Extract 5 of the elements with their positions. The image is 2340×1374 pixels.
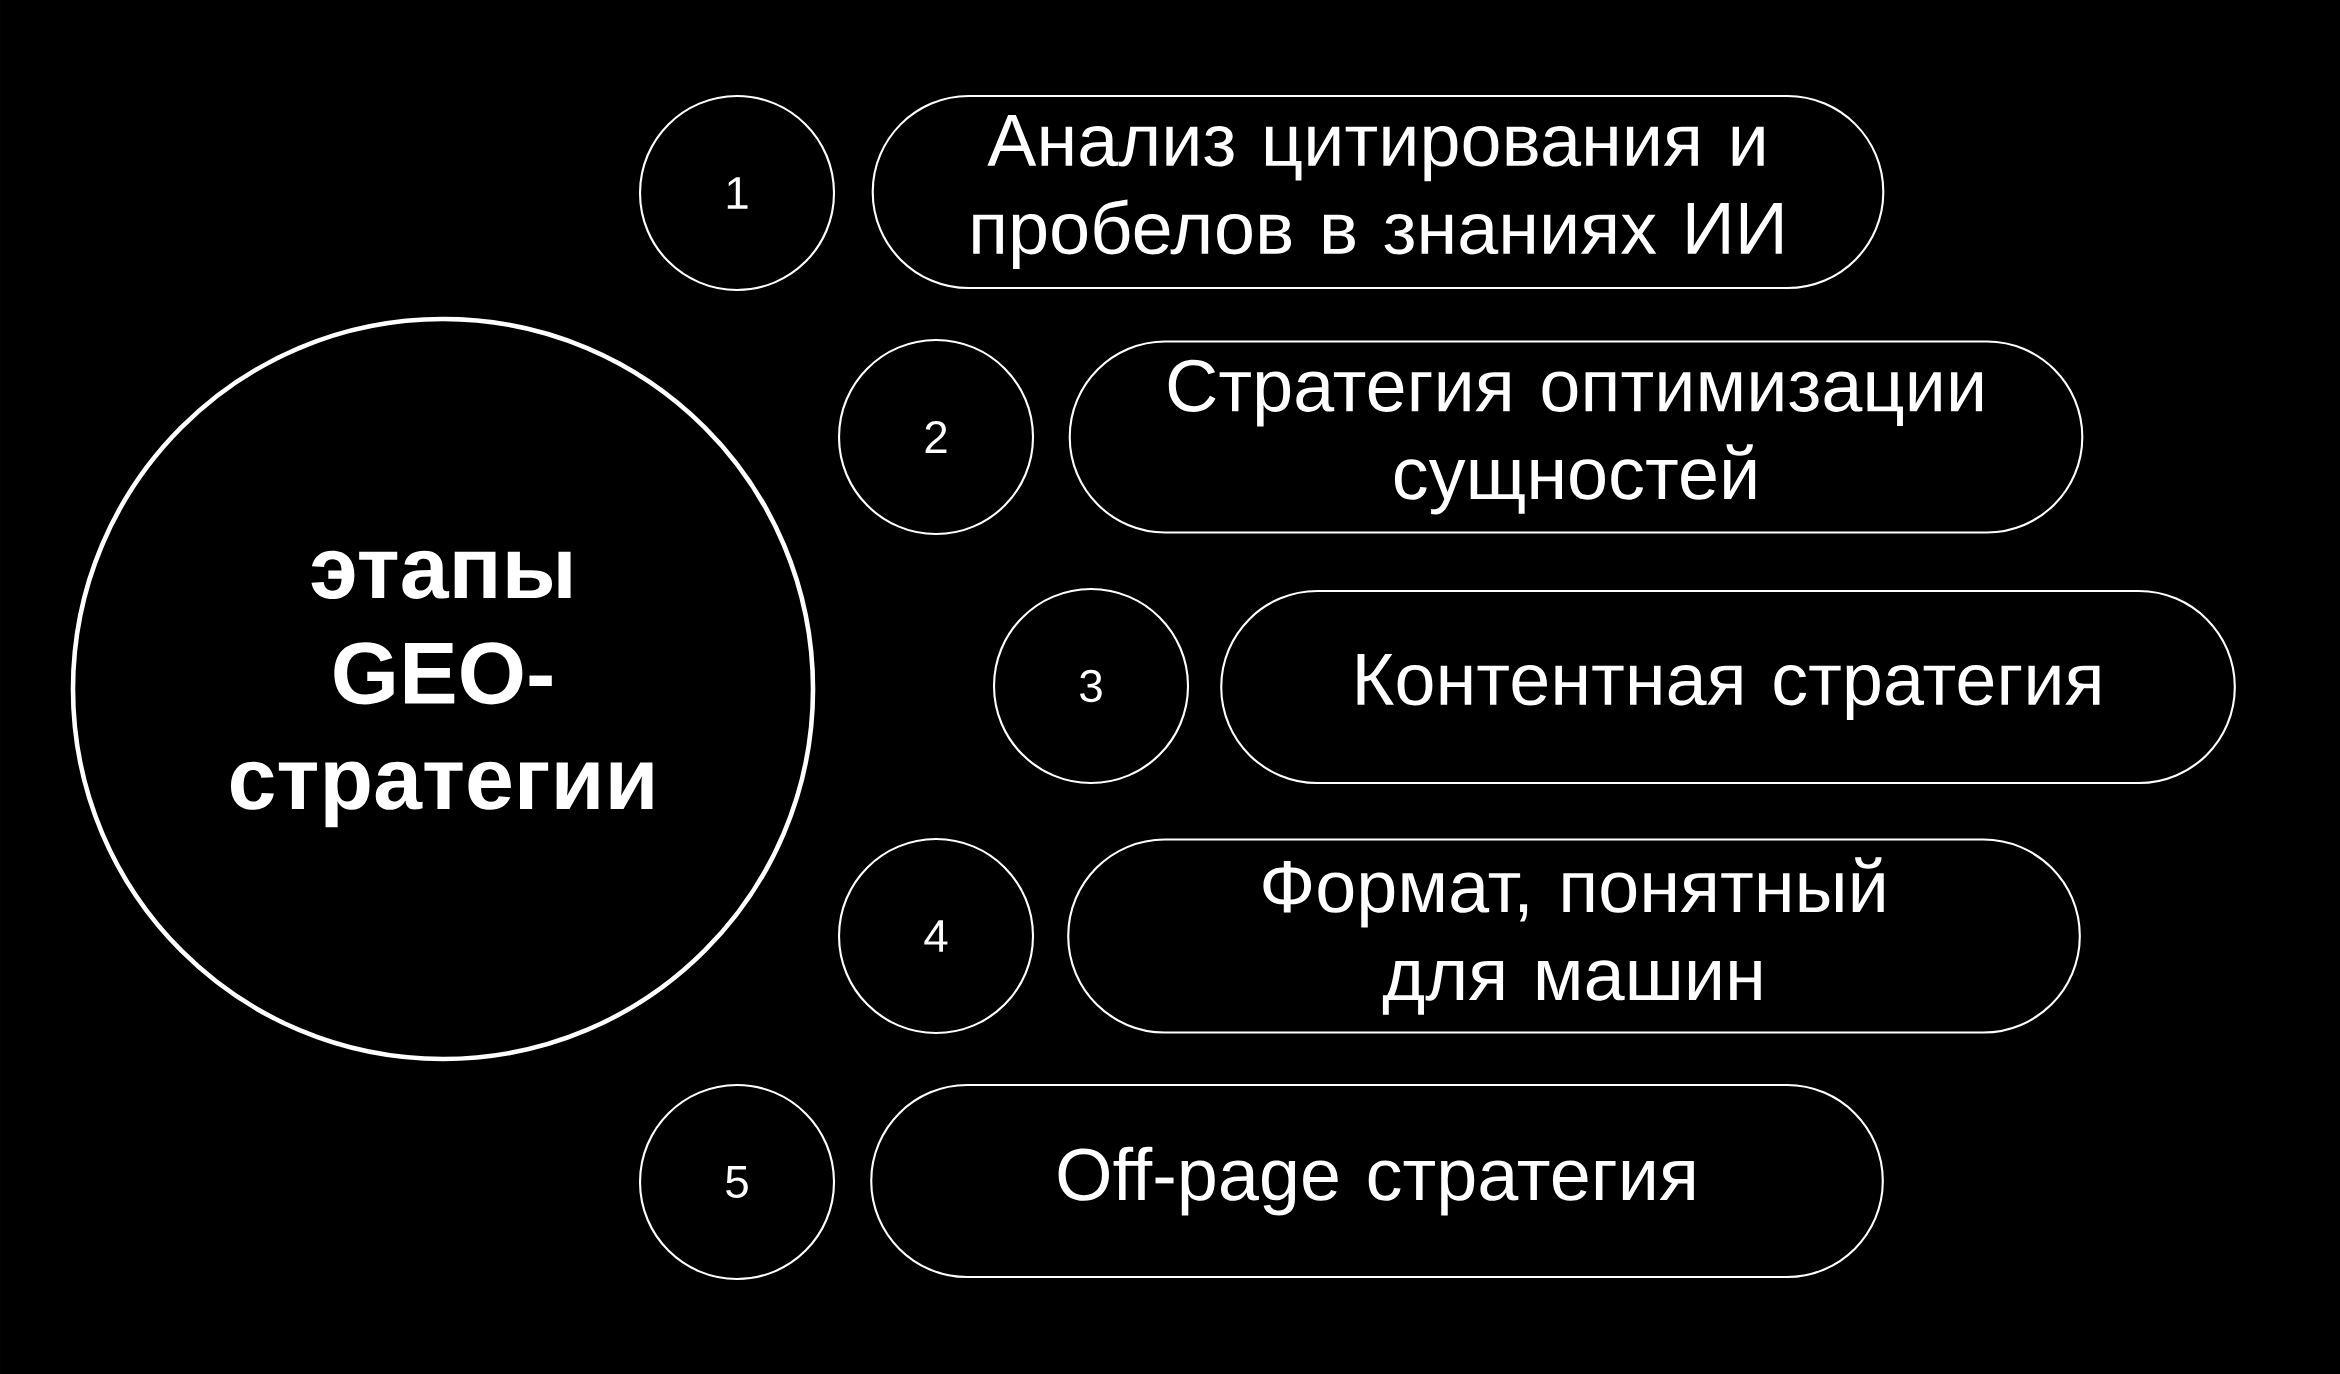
step-pill: Анализ цитирования и пробелов в знаниях ИИ: [871, 94, 1885, 290]
step-pill: Формат, понятный для машин: [1067, 838, 2081, 1034]
step-pill: Стратегия оптимизации сущностей: [1068, 340, 2084, 534]
step-pill: Off-page стратегия: [870, 1083, 1884, 1279]
step-pill: Контентная стратегия: [1220, 589, 2236, 785]
